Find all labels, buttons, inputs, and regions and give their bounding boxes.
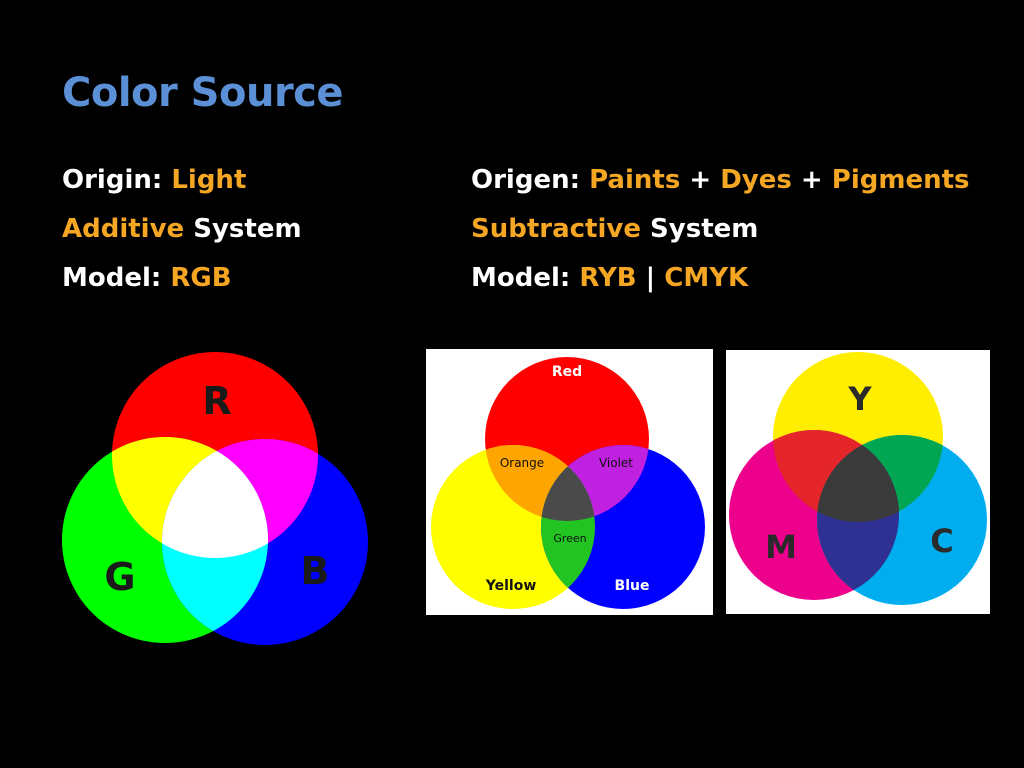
system-line: Subtractive System — [471, 209, 970, 258]
plus-sign: + — [689, 165, 712, 195]
ryb-label-green: Green — [553, 532, 586, 545]
model-value-ryb: RYB — [579, 263, 637, 293]
system-line: Additive System — [62, 209, 302, 258]
model-line: Model: RYB | CMYK — [471, 258, 970, 307]
rgb-label-g: G — [104, 555, 135, 599]
system-type: Additive — [62, 214, 185, 244]
origin-line: Origin: Light — [62, 160, 302, 209]
system-label: System — [193, 214, 302, 244]
cmyk-label-c: C — [930, 522, 953, 560]
origin-value-dyes: Dyes — [720, 165, 792, 195]
light-source-info: Origin: Light Additive System Model: RGB — [62, 160, 302, 307]
rgb-white-center — [162, 439, 268, 558]
origin-line: Origen: Paints + Dyes + Pigments — [471, 160, 970, 209]
ryb-venn-diagram: Red Orange Violet Green Yellow Blue — [426, 349, 713, 615]
model-line: Model: RGB — [62, 258, 302, 307]
origin-value-pigments: Pigments — [831, 165, 970, 195]
cmyk-label-m: M — [765, 528, 797, 566]
rgb-label-b: B — [301, 549, 330, 593]
model-label: Model: — [471, 263, 571, 293]
cmyk-venn-diagram: Y M C — [726, 350, 990, 614]
ryb-dark-center — [541, 445, 595, 521]
page-title: Color Source — [62, 70, 344, 116]
model-label: Model: — [62, 263, 162, 293]
origin-value: Light — [171, 165, 247, 195]
origin-label: Origin: — [62, 165, 163, 195]
cmyk-dark-center — [817, 435, 899, 522]
ryb-label-blue: Blue — [615, 578, 650, 594]
system-label: System — [650, 214, 759, 244]
model-separator: | — [645, 263, 656, 293]
model-value-cmyk: CMYK — [664, 263, 749, 293]
plus-sign: + — [800, 165, 823, 195]
ryb-label-yellow: Yellow — [485, 578, 537, 594]
pigment-source-info: Origen: Paints + Dyes + Pigments Subtrac… — [471, 160, 970, 307]
ryb-label-orange: Orange — [500, 456, 544, 470]
origin-value-paints: Paints — [589, 165, 681, 195]
ryb-label-violet: Violet — [599, 456, 633, 470]
rgb-label-r: R — [202, 379, 231, 423]
model-value: RGB — [170, 263, 232, 293]
rgb-venn-diagram: R G B — [62, 352, 368, 645]
origin-label: Origen: — [471, 165, 580, 195]
ryb-label-red: Red — [552, 364, 582, 380]
cmyk-label-y: Y — [847, 380, 872, 418]
system-type: Subtractive — [471, 214, 641, 244]
